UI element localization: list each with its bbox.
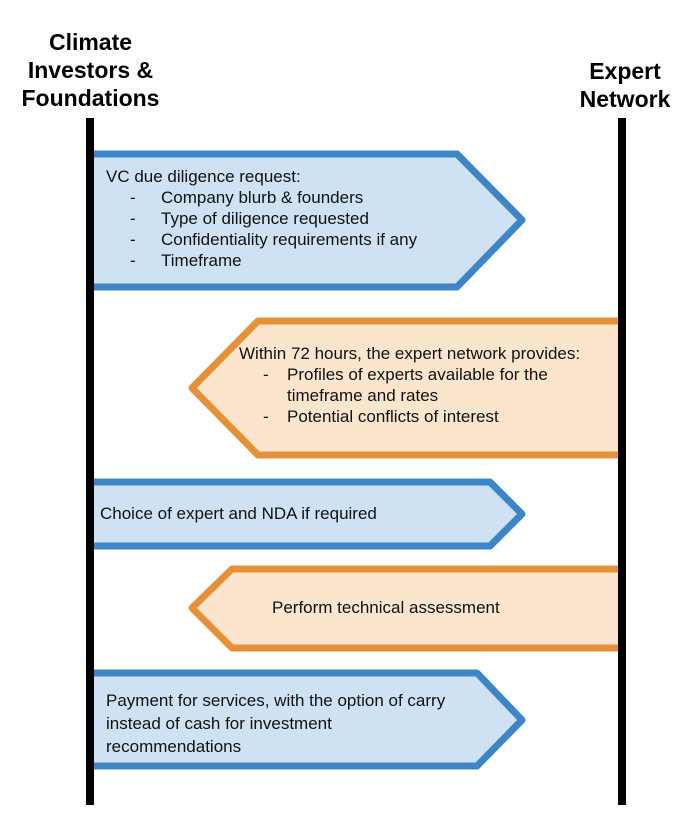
bullet-item: Potential conflicts of interest — [239, 406, 569, 427]
message-5-text: Payment for services, with the option of… — [106, 689, 446, 758]
message-1-bullets: Company blurb & founders Type of diligen… — [106, 187, 456, 271]
bullet-item: Profiles of experts available for the ti… — [239, 364, 569, 406]
bullet-item: Type of diligence requested — [106, 208, 456, 229]
bullet-item: Timeframe — [106, 250, 456, 271]
message-2-bullets: Profiles of experts available for the ti… — [239, 364, 569, 427]
message-1-text: VC due diligence request: Company blurb … — [106, 166, 456, 271]
lifeline-right — [618, 118, 626, 805]
message-1-heading: VC due diligence request: — [106, 167, 301, 186]
message-3-text: Choice of expert and NDA if required — [100, 503, 480, 524]
lifeline-left — [86, 118, 94, 805]
bullet-item: Company blurb & founders — [106, 187, 456, 208]
message-4-text: Perform technical assessment — [272, 597, 602, 618]
bullet-item: Confidentiality requirements if any — [106, 229, 456, 250]
message-3-label: Choice of expert and NDA if required — [100, 504, 377, 523]
message-2-text: Within 72 hours, the expert network prov… — [239, 343, 619, 427]
actor-expert-network: Expert Network — [579, 58, 671, 112]
message-5-label: Payment for services, with the option of… — [106, 691, 446, 756]
actor-climate-investors: Climate Investors & Foundations — [21, 29, 160, 111]
message-2-heading: Within 72 hours, the expert network prov… — [239, 344, 581, 363]
message-4-label: Perform technical assessment — [272, 598, 500, 617]
